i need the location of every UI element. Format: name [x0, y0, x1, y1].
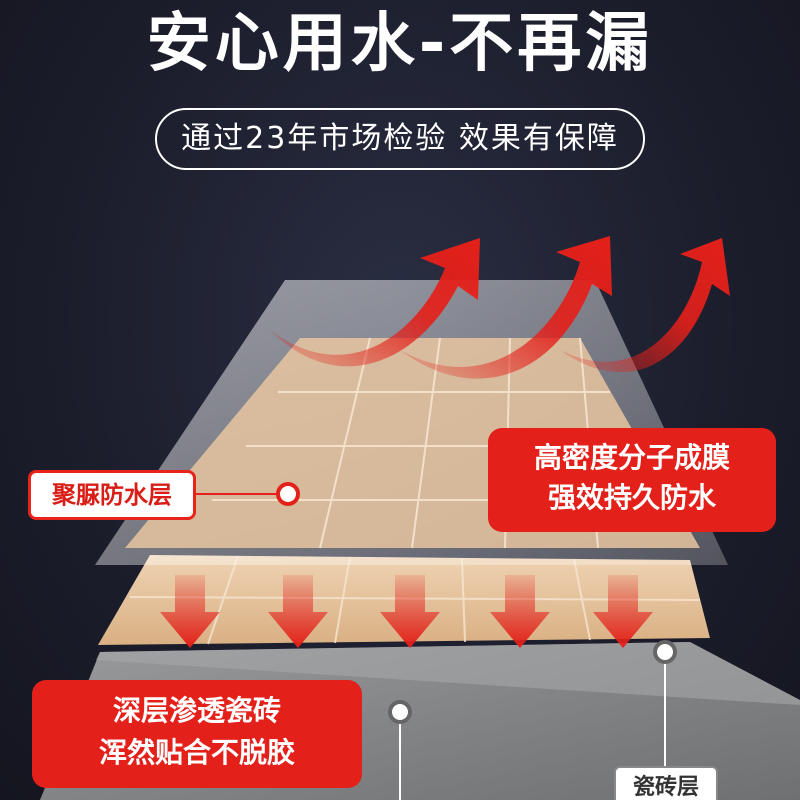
- deep-penetration-line2: 浑然贴合不脱胶: [98, 736, 295, 769]
- curved-arrow-up-right-icon: [270, 236, 730, 379]
- circle-pointer-icon: [196, 482, 677, 800]
- deep-penetration-line1: 深层渗透瓷砖: [112, 694, 281, 727]
- polyurea-layer-label: 聚脲防水层: [28, 470, 196, 520]
- subtitle-pill: 通过23年市场检验 效果有保障: [155, 108, 645, 170]
- film-feature-badge: 高密度分子成膜 强效持久防水: [488, 428, 776, 532]
- arrow-down-icon: [160, 575, 653, 648]
- page-title: 安心用水-不再漏: [146, 7, 654, 81]
- tile-layer-label: 瓷砖层: [614, 766, 718, 800]
- deep-penetration-badge: 深层渗透瓷砖 浑然贴合不脱胶: [32, 680, 362, 788]
- film-feature-line2: 强效持久防水: [547, 481, 716, 514]
- film-feature-line1: 高密度分子成膜: [533, 441, 730, 474]
